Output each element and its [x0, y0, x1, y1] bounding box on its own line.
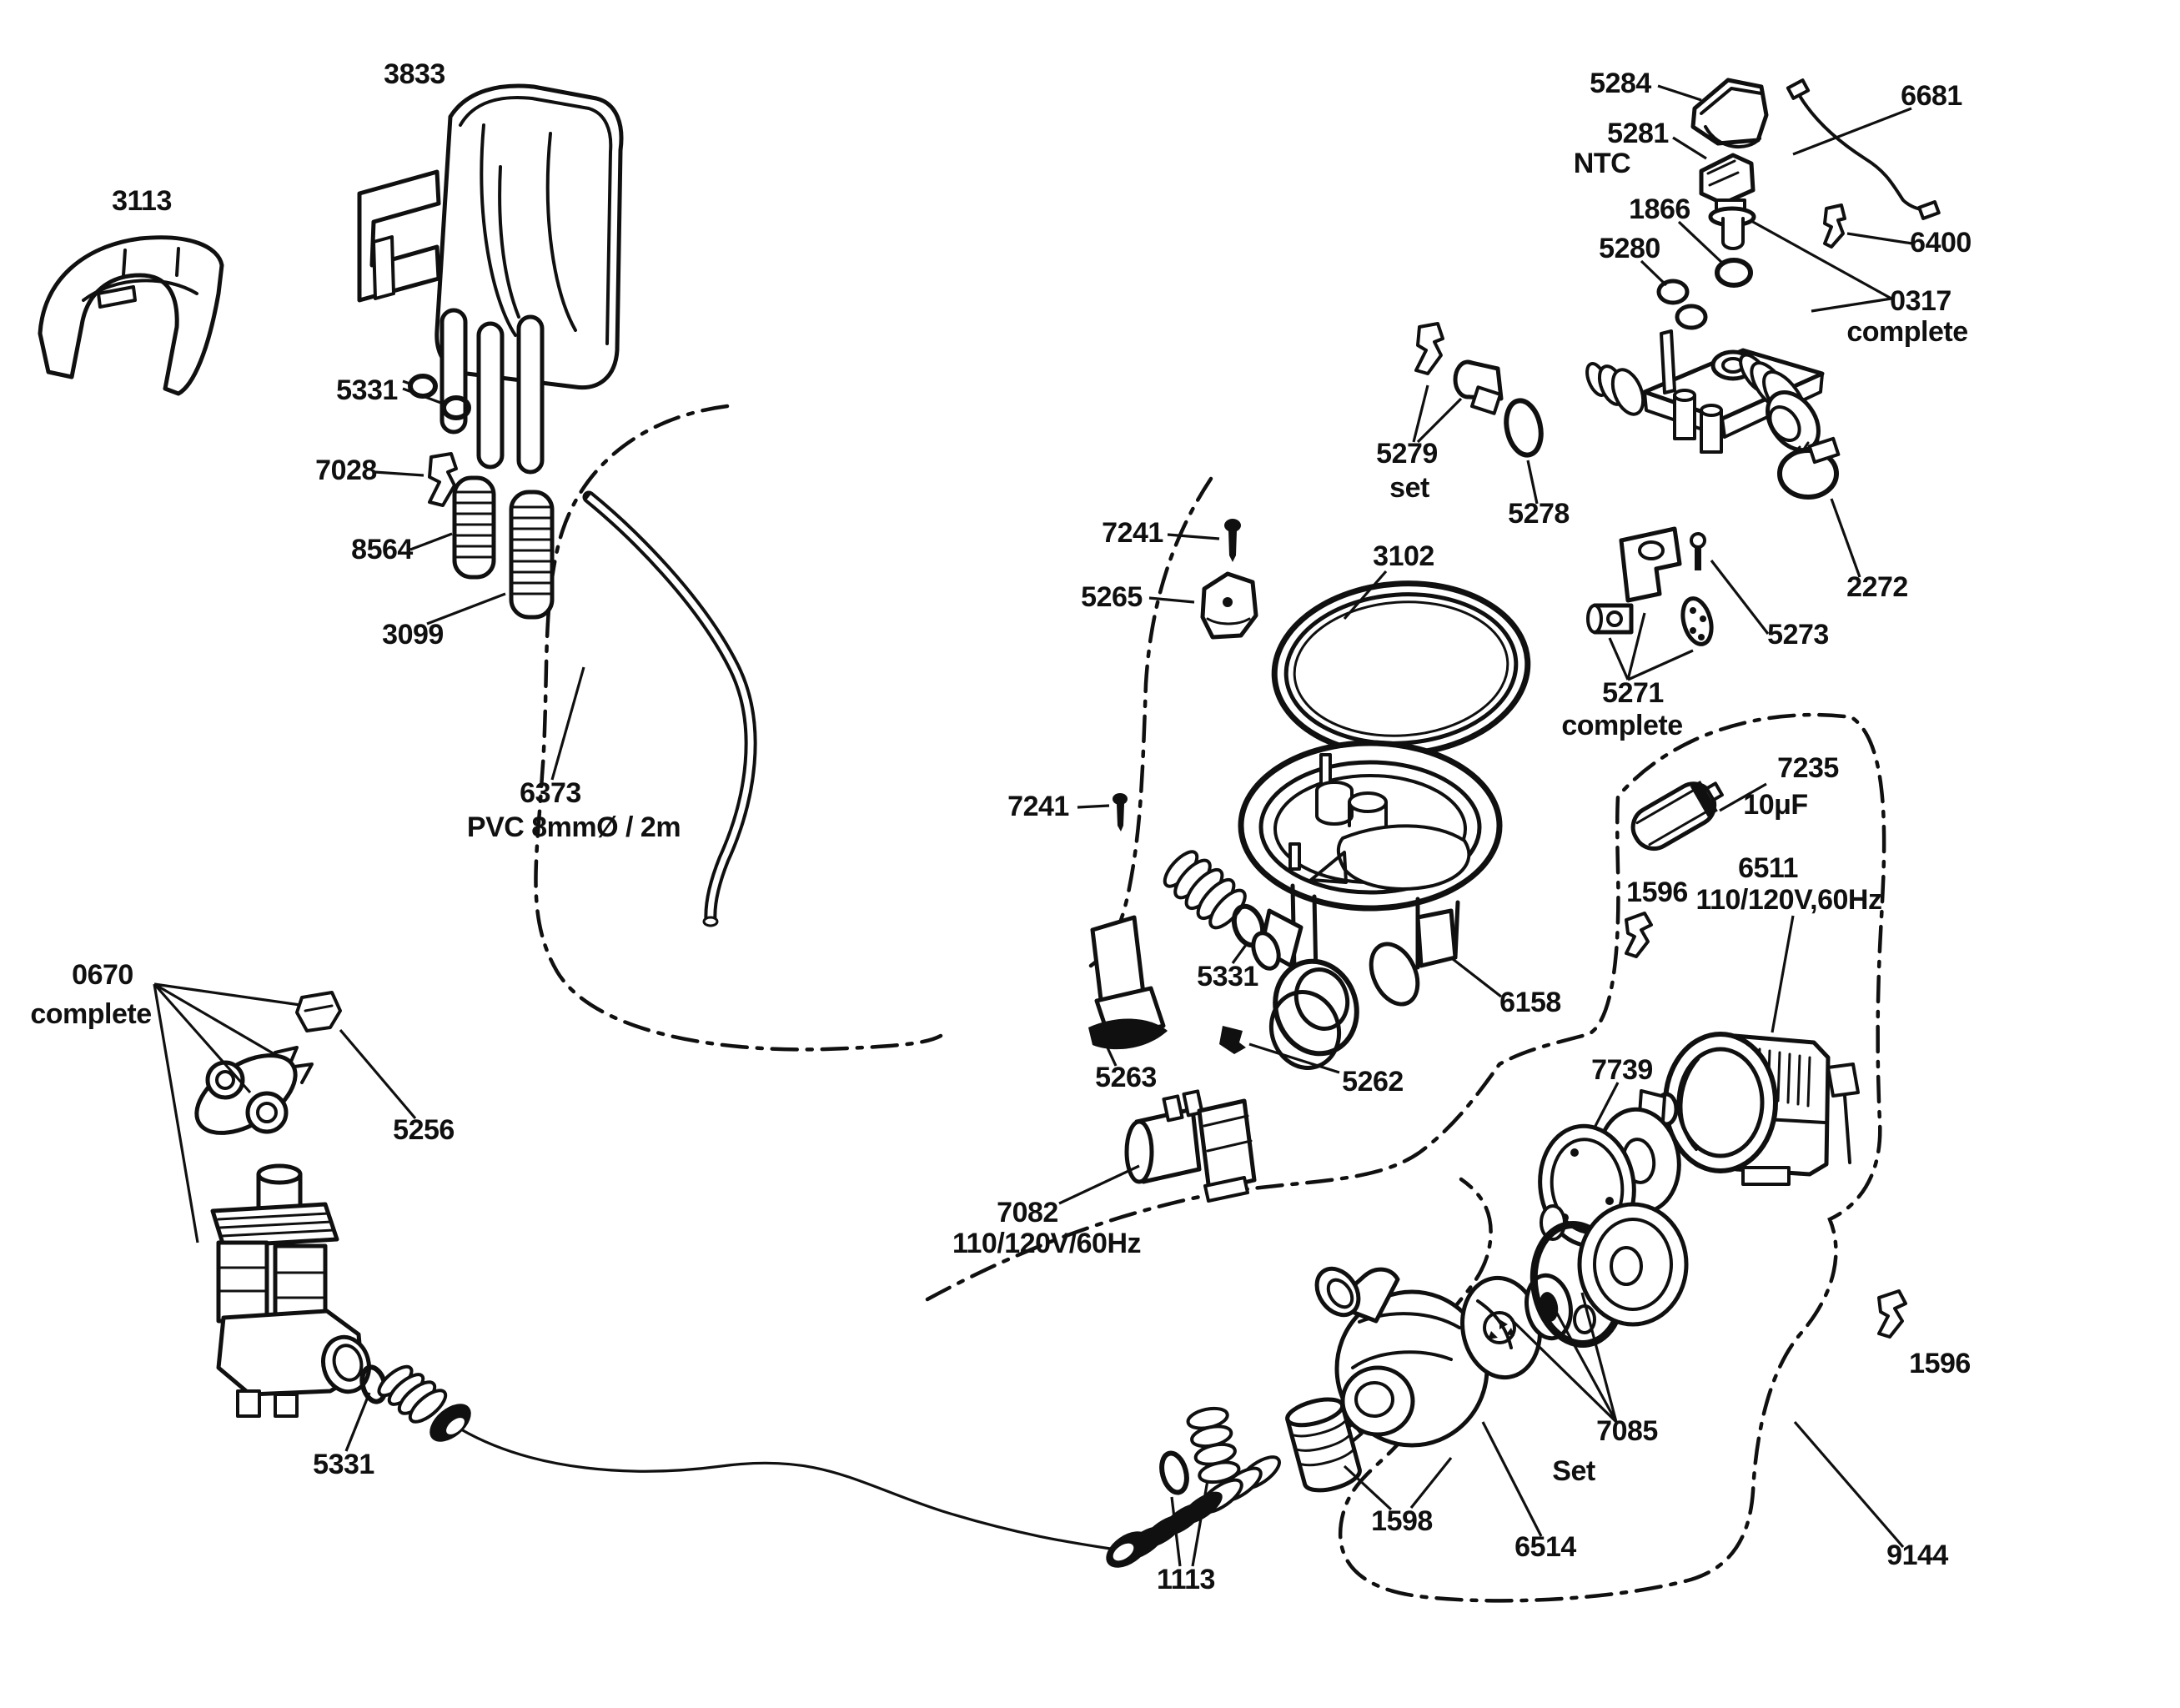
- label-7085-set: Set: [1552, 1455, 1595, 1488]
- label-5280: 5280: [1599, 233, 1660, 265]
- label-3113: 3113: [112, 185, 172, 218]
- label-0670: 0670: [72, 959, 133, 992]
- screw-7241-lower-part: [1113, 793, 1128, 831]
- label-5271: 5271: [1602, 677, 1664, 710]
- label-2272: 2272: [1846, 571, 1908, 604]
- label-3833: 3833: [384, 58, 445, 91]
- clip-6400-part: [1823, 203, 1846, 249]
- label-8564: 8564: [351, 534, 413, 566]
- label-5278: 5278: [1508, 498, 1570, 530]
- label-9144: 9144: [1886, 1540, 1948, 1572]
- label-6514: 6514: [1514, 1531, 1576, 1564]
- drain-hose-1113-parts: [1106, 1450, 1281, 1568]
- coil-hoses-8564-part: [452, 475, 555, 620]
- label-7241-lower: 7241: [1007, 791, 1069, 823]
- label-6158: 6158: [1499, 987, 1561, 1019]
- cap-5284-part: [1690, 78, 1769, 149]
- label-1596-right: 1596: [1909, 1348, 1971, 1380]
- impeller-set-7085-parts: [1460, 1202, 1689, 1380]
- deflector-5263-part: [1088, 915, 1168, 1050]
- clip-1596-left-part: [1625, 912, 1653, 958]
- orings-5280-part: [1656, 279, 1708, 330]
- drain-assembly-0317: [1585, 329, 1825, 454]
- label-5256: 5256: [393, 1114, 455, 1147]
- fastener-5262-part: [1219, 1026, 1246, 1054]
- label-5263: 5263: [1095, 1062, 1157, 1094]
- label-6511: 6511: [1738, 852, 1798, 885]
- tube-6373-part: [582, 490, 757, 927]
- label-5279-set: set: [1389, 472, 1429, 505]
- cover-3113-part: [38, 235, 224, 396]
- label-0317: 0317: [1890, 285, 1951, 318]
- label-5281: 5281: [1607, 118, 1669, 150]
- bracket-5271-parts: [1586, 526, 1714, 646]
- sump-6158-assembly: [1238, 740, 1503, 1070]
- hose-clamp-2272-part: [1777, 436, 1841, 500]
- label-6681: 6681: [1901, 80, 1962, 113]
- label-ntc: NTC: [1573, 148, 1631, 180]
- label-1598: 1598: [1371, 1505, 1433, 1538]
- heater-bracket-3833-part: [357, 83, 624, 475]
- label-5279: 5279: [1376, 438, 1438, 470]
- label-6373: 6373: [520, 777, 581, 810]
- motor-6511-part: [1638, 1032, 1860, 1186]
- pin-5273-part: [1690, 532, 1706, 570]
- clip-7028-part: [428, 452, 458, 507]
- screw-7241-upper-part: [1224, 519, 1241, 562]
- label-6373-spec: PVC 8mmØ / 2m: [466, 811, 681, 844]
- block-5265-part: [1200, 571, 1258, 640]
- coupler-5279-set-part: [1414, 322, 1504, 415]
- capacitor-7235-part: [1630, 780, 1724, 851]
- label-1866: 1866: [1629, 193, 1690, 226]
- label-7235: 7235: [1777, 752, 1839, 785]
- sump-gasket-3102-part: [1271, 580, 1531, 757]
- label-7235-spec: 10μF: [1743, 789, 1808, 821]
- label-7241-upper: 7241: [1102, 517, 1163, 550]
- label-7739: 7739: [1591, 1054, 1653, 1087]
- label-1113: 1113: [1157, 1564, 1215, 1596]
- label-5331-top: 5331: [336, 374, 398, 407]
- label-7028: 7028: [315, 455, 377, 487]
- clip-1596-right-part: [1877, 1289, 1907, 1339]
- label-5331-middle: 5331: [1197, 961, 1258, 993]
- label-3099: 3099: [382, 619, 444, 651]
- label-0670-complete: complete: [30, 998, 152, 1031]
- oring-5278-part: [1504, 398, 1544, 458]
- label-5331-bottom-left: 5331: [313, 1449, 374, 1481]
- oring-1866-part: [1715, 258, 1753, 288]
- label-7085: 7085: [1596, 1415, 1658, 1448]
- leader-lines: [153, 84, 1913, 1567]
- bellows-5331-middle-part: [1163, 850, 1303, 971]
- wire-6681-part: [1786, 78, 1941, 220]
- label-5273: 5273: [1767, 619, 1829, 651]
- label-5284: 5284: [1590, 68, 1651, 100]
- ntc-sensor-5281-part: [1699, 153, 1756, 250]
- label-5265: 5265: [1081, 581, 1143, 614]
- label-7082: 7082: [997, 1197, 1058, 1229]
- phantom-boundary-right: [925, 712, 1886, 1603]
- label-5262: 5262: [1342, 1066, 1404, 1098]
- label-0317-complete: complete: [1846, 316, 1968, 349]
- solenoid-7082-part: [1124, 1089, 1257, 1203]
- label-5271-complete: complete: [1561, 710, 1683, 742]
- label-3102: 3102: [1373, 540, 1434, 573]
- label-1596-left: 1596: [1626, 877, 1688, 909]
- label-6511-spec: 110/120V,60Hz: [1695, 884, 1882, 917]
- inlet-port-1598-parts: [1186, 1397, 1362, 1493]
- label-6400: 6400: [1910, 227, 1972, 259]
- label-7082-spec: 110/120V/60Hz: [952, 1228, 1142, 1260]
